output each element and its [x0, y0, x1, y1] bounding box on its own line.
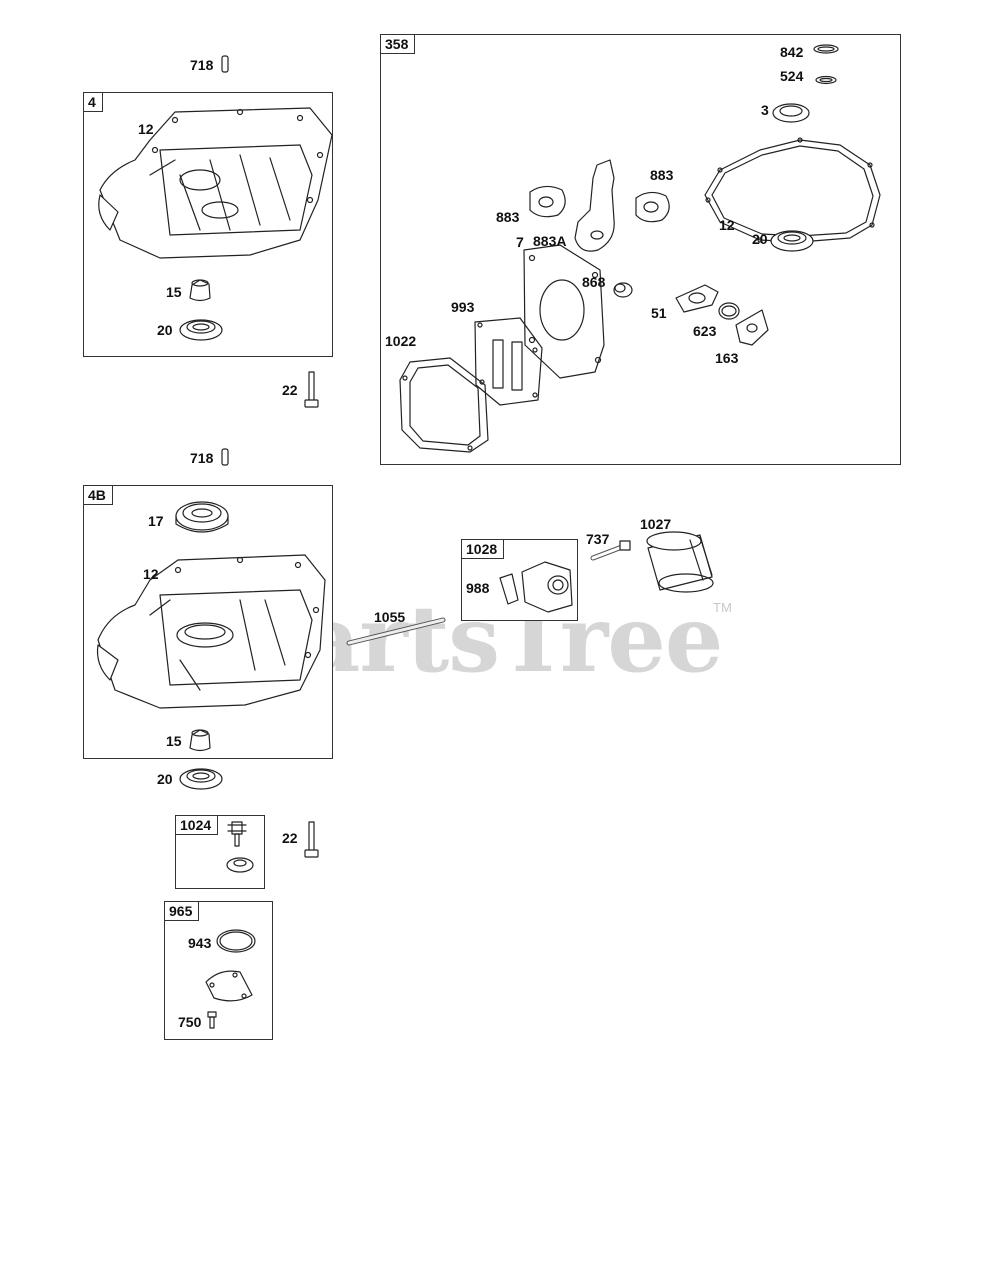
assembly-box-4b-tag: 4B	[84, 486, 113, 505]
bearing-17	[175, 501, 229, 533]
label-718-mid: 718	[190, 450, 214, 466]
crankcase-cover-4b	[96, 554, 326, 709]
oring-842	[813, 44, 839, 54]
pin-718-mid	[221, 448, 229, 466]
filter-adapter-1028	[499, 561, 573, 613]
plug-15-mid	[189, 729, 211, 752]
bolt-22-top	[304, 371, 319, 408]
label-750: 750	[178, 1014, 202, 1030]
assembly-box-4-tag: 4	[84, 93, 103, 112]
trademark-mark: TM	[713, 600, 732, 615]
label-993: 993	[451, 299, 475, 315]
screw-750	[207, 1011, 217, 1029]
heat-shield-883a	[574, 159, 615, 252]
pin-718-top	[221, 55, 229, 73]
gasket-7-head	[523, 244, 605, 379]
label-883-left: 883	[496, 209, 520, 225]
label-842: 842	[780, 44, 804, 60]
label-1055: 1055	[374, 609, 406, 625]
label-7: 7	[516, 234, 524, 250]
tube-1055	[346, 617, 446, 646]
label-524: 524	[780, 68, 804, 84]
crankcase-cover-top	[98, 107, 333, 259]
assembly-box-1024-tag: 1024	[176, 816, 219, 835]
oring-524	[815, 75, 837, 85]
assembly-box-965-tag: 965	[165, 902, 200, 921]
label-163: 163	[715, 350, 739, 366]
label-3: 3	[761, 102, 769, 118]
seal-20-358	[770, 230, 814, 252]
assembly-box-1028-tag: 1028	[462, 540, 505, 559]
label-22-mid: 22	[282, 830, 298, 846]
plug-868	[613, 282, 633, 298]
label-718-top: 718	[190, 57, 214, 73]
label-883a: 883A	[533, 233, 567, 249]
assembly-box-358: 358	[380, 34, 901, 465]
label-883-right: 883	[650, 167, 674, 183]
oil-filter-1027	[646, 531, 714, 593]
label-20-mid: 20	[157, 771, 173, 787]
label-15-box4b: 15	[166, 733, 182, 749]
label-17: 17	[148, 513, 164, 529]
assembly-box-965: 965	[164, 901, 273, 1040]
gasket-1022-valve-cover	[399, 357, 489, 453]
label-868: 868	[582, 274, 606, 290]
assembly-box-1024: 1024	[175, 815, 265, 889]
gasket-993-intake	[474, 317, 543, 406]
label-12-box4: 12	[138, 121, 154, 137]
bolt-22-mid	[304, 821, 319, 858]
label-1027: 1027	[640, 516, 672, 532]
label-12-gasket: 12	[719, 217, 735, 233]
label-20-box4: 20	[157, 322, 173, 338]
label-51: 51	[651, 305, 667, 321]
label-15-box4: 15	[166, 284, 182, 300]
cover-plate-965	[205, 970, 253, 1002]
label-12-box4b: 12	[143, 566, 159, 582]
seal-20-top	[179, 319, 223, 341]
governor-gear-1024	[226, 821, 254, 873]
gasket-163	[735, 309, 769, 346]
oring-943	[216, 929, 256, 953]
assembly-box-358-tag: 358	[381, 35, 416, 54]
label-1022: 1022	[385, 333, 417, 349]
oring-623	[718, 302, 740, 320]
plug-15-top	[189, 279, 211, 302]
seal-20-mid	[179, 768, 223, 790]
label-623: 623	[693, 323, 717, 339]
stud-737	[590, 540, 631, 561]
gasket-883-right	[635, 191, 670, 223]
gasket-12-crankcase	[704, 137, 881, 243]
label-988: 988	[466, 580, 490, 596]
gasket-51	[675, 284, 719, 313]
label-943: 943	[188, 935, 212, 951]
label-20-box358: 20	[752, 231, 768, 247]
gasket-883-left	[529, 185, 566, 218]
label-22-top: 22	[282, 382, 298, 398]
label-737: 737	[586, 531, 610, 547]
seal-3	[772, 103, 810, 123]
